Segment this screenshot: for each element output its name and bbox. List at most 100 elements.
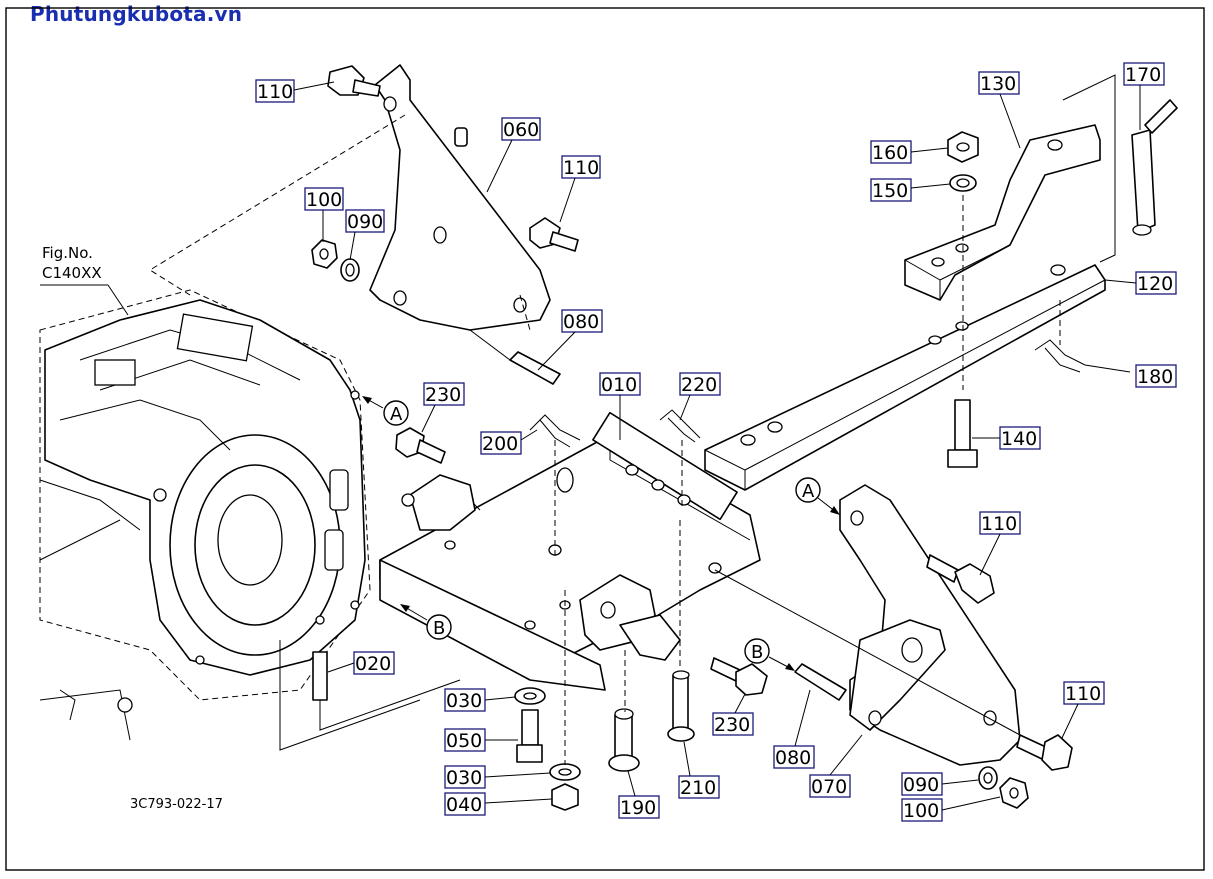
clip-180	[1034, 339, 1131, 373]
callout-120[interactable]: 120	[1104, 271, 1177, 295]
callout-020[interactable]: 020	[327, 651, 395, 675]
svg-text:B: B	[433, 618, 445, 639]
view-marker-a-right: A	[795, 477, 840, 515]
callout-160[interactable]: 160	[870, 140, 949, 164]
callout-050[interactable]: 050	[444, 728, 518, 752]
svg-text:100: 100	[903, 800, 939, 822]
svg-text:110: 110	[981, 513, 1017, 535]
svg-text:090: 090	[347, 211, 383, 233]
bolt-110-right-upper	[926, 554, 995, 604]
svg-text:050: 050	[446, 730, 482, 752]
svg-text:110: 110	[563, 157, 599, 179]
hitch-body-010	[379, 411, 761, 691]
svg-text:080: 080	[775, 747, 811, 769]
bolt-140	[947, 399, 978, 468]
callout-180[interactable]: 180	[1135, 364, 1177, 388]
svg-text:A: A	[802, 481, 815, 502]
svg-text:230: 230	[714, 714, 750, 736]
callout-090-upper[interactable]: 090	[345, 209, 385, 261]
bolt-230-left	[395, 427, 446, 464]
svg-text:170: 170	[1125, 64, 1161, 86]
nut-040	[551, 783, 579, 811]
callout-100-lower[interactable]: 100	[901, 796, 1001, 822]
nut-160	[947, 131, 979, 163]
stud-080-lower	[794, 663, 847, 701]
svg-text:230: 230	[425, 384, 461, 406]
washer-030-upper	[514, 687, 546, 705]
bolt-230-right	[710, 657, 768, 696]
callout-210[interactable]: 210	[678, 741, 720, 799]
callout-190[interactable]: 190	[618, 770, 660, 819]
callout-130[interactable]: 130	[978, 71, 1021, 149]
callout-080-upper[interactable]: 080	[537, 309, 603, 371]
callout-100-upper[interactable]: 100	[304, 187, 344, 242]
washer-090-upper	[340, 258, 360, 282]
svg-text:190: 190	[620, 797, 656, 819]
pin-210	[667, 670, 695, 742]
callout-040[interactable]: 040	[444, 792, 553, 816]
drawing-number: 3C793-022-17	[130, 797, 223, 812]
callout-110-right-lower[interactable]: 110	[1061, 681, 1105, 739]
callout-170[interactable]: 170	[1123, 62, 1165, 130]
svg-text:200: 200	[482, 433, 518, 455]
callout-030-lower[interactable]: 030	[444, 765, 551, 789]
upper-bracket-060	[149, 64, 551, 331]
callout-010[interactable]: 010	[599, 372, 641, 440]
svg-text:120: 120	[1137, 273, 1173, 295]
callout-110-upper-right[interactable]: 110	[559, 155, 601, 223]
svg-text:A: A	[390, 404, 403, 425]
callout-070[interactable]: 070	[809, 734, 863, 798]
bolt-110-right	[529, 217, 579, 252]
svg-text:130: 130	[980, 73, 1016, 95]
svg-text:080: 080	[563, 311, 599, 333]
callout-090-lower[interactable]: 090	[901, 772, 979, 796]
washer-150	[949, 174, 977, 192]
svg-text:140: 140	[1001, 428, 1037, 450]
view-marker-a-left: A	[362, 396, 409, 426]
callout-080-lower[interactable]: 080	[773, 689, 815, 769]
callout-110-top[interactable]: 110	[255, 79, 335, 103]
svg-text:110: 110	[1065, 683, 1101, 705]
svg-text:070: 070	[811, 776, 847, 798]
stud-080-upper	[469, 329, 561, 385]
svg-text:220: 220	[681, 374, 717, 396]
drawbar-120	[704, 264, 1106, 491]
transmission-housing	[39, 289, 371, 741]
svg-text:160: 160	[872, 142, 908, 164]
bolt-110-right-lower	[1016, 734, 1073, 771]
callout-140[interactable]: 140	[972, 426, 1041, 450]
stud-020	[312, 651, 328, 701]
figure-reference-line1: Fig.No.	[42, 244, 93, 262]
svg-text:030: 030	[446, 767, 482, 789]
view-marker-b-right: B	[744, 638, 795, 671]
figure-reference-line2: C140XX	[42, 264, 102, 282]
callout-060[interactable]: 060	[486, 117, 541, 193]
drawbar-130	[904, 124, 1101, 301]
nut-100-upper	[311, 239, 338, 269]
bolt-110-top	[327, 65, 381, 97]
svg-text:020: 020	[355, 653, 391, 675]
callout-030-upper[interactable]: 030	[444, 688, 516, 712]
callout-110-right-upper[interactable]: 110	[979, 511, 1021, 576]
callout-230-right[interactable]: 230	[712, 693, 754, 736]
svg-text:180: 180	[1137, 366, 1173, 388]
svg-text:110: 110	[257, 81, 293, 103]
pin-170	[1131, 99, 1178, 236]
clip-220	[659, 409, 701, 443]
view-marker-b-left: B	[400, 604, 452, 640]
svg-text:010: 010	[601, 374, 637, 396]
diagram-border	[5, 7, 1205, 871]
clip-200	[529, 414, 581, 448]
watermark-logo: Phutungkubota.vn	[30, 2, 243, 26]
svg-text:040: 040	[446, 794, 482, 816]
callout-200[interactable]: 200	[480, 429, 538, 455]
svg-text:030: 030	[446, 690, 482, 712]
svg-text:150: 150	[872, 180, 908, 202]
bolt-050	[516, 709, 543, 763]
pin-190	[608, 708, 640, 772]
svg-text:060: 060	[503, 119, 539, 141]
nut-100-lower	[999, 777, 1029, 809]
callout-220[interactable]: 220	[679, 372, 721, 421]
callout-230-left[interactable]: 230	[421, 382, 465, 433]
callout-150[interactable]: 150	[870, 178, 951, 202]
